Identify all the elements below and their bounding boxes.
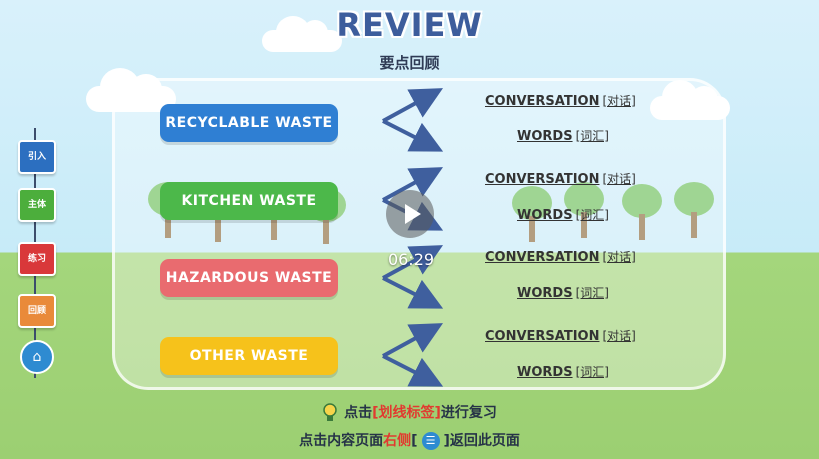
page-subtitle: 要点回顾 [379, 54, 440, 72]
category-recyclable-button[interactable]: RECYCLABLE WASTE [160, 104, 338, 142]
page-title: REVIEW [336, 6, 483, 44]
side-navigation: 引入 主体 练习 回顾 ⌂ [14, 128, 56, 378]
category-other-button[interactable]: OTHER WASTE [160, 337, 338, 375]
tree-decoration [622, 184, 662, 240]
nav-intro-button[interactable]: 引入 [18, 140, 56, 174]
nav-practice-button[interactable]: 练习 [18, 242, 56, 276]
nav-main-button[interactable]: 主体 [18, 188, 56, 222]
recyclable-conversation-link[interactable]: CONVERSATION[对话] [485, 94, 636, 109]
nav-review-button[interactable]: 回顾 [18, 294, 56, 328]
play-icon[interactable] [386, 190, 434, 238]
lightbulb-icon [323, 403, 337, 421]
kitchen-words-link[interactable]: WORDS[词汇] [517, 208, 609, 223]
list-icon: ☰ [421, 432, 440, 450]
hint-line-2: 点击内容页面右侧[☰]返回此页面 [299, 432, 520, 450]
cloud-decoration [262, 16, 342, 52]
hint-line-1: 点击[划线标签]进行复习 [0, 402, 819, 423]
kitchen-conversation-link[interactable]: CONVERSATION[对话] [485, 172, 636, 187]
video-time: 06:29 [387, 250, 435, 269]
hazardous-words-link[interactable]: WORDS[词汇] [517, 286, 609, 301]
tree-decoration [564, 182, 604, 238]
other-conversation-link[interactable]: CONVERSATION[对话] [485, 329, 636, 344]
category-kitchen-button[interactable]: KITCHEN WASTE [160, 182, 338, 220]
tree-decoration [674, 182, 714, 238]
tree-decoration [512, 186, 552, 242]
hazardous-conversation-link[interactable]: CONVERSATION[对话] [485, 250, 636, 265]
home-icon[interactable]: ⌂ [20, 340, 54, 374]
category-hazardous-button[interactable]: HAZARDOUS WASTE [160, 259, 338, 297]
recyclable-words-link[interactable]: WORDS[词汇] [517, 129, 609, 144]
other-words-link[interactable]: WORDS[词汇] [517, 365, 609, 380]
